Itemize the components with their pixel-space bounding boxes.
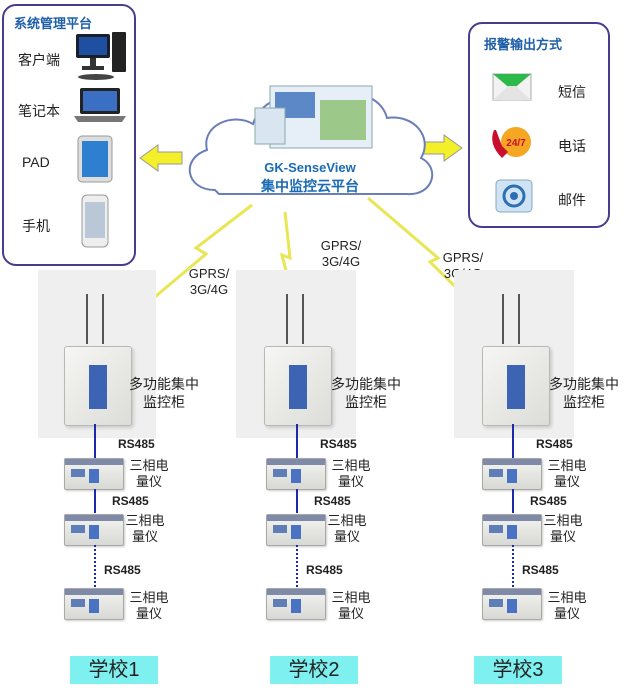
three-phase-meter [482,458,542,490]
rs485-label: RS485 [306,563,343,577]
rs485-label: RS485 [118,437,155,451]
three-phase-meter [64,588,124,620]
cabinet-label: 多功能集中 监控柜 [549,376,619,410]
antenna-icon [302,294,304,344]
three-phase-meter [64,458,124,490]
rs485-bus-line [296,489,298,513]
meter-label: 三相电 量仪 [327,513,367,544]
meter-label: 三相电 量仪 [547,458,587,489]
school-label-1: 学校1 [70,656,158,684]
three-phase-meter [64,514,124,546]
cabinet-label: 多功能集中 监控柜 [129,376,199,410]
management-platform-panel: 系统管理平台 客户端 笔记本 PAD 手机 [2,4,136,266]
meter-label: 三相电 量仪 [129,590,169,621]
rs485-label: RS485 [536,437,573,451]
cloud-title-line1: GK-SenseView [264,160,356,175]
alarm-label-email: 邮件 [558,192,586,208]
three-phase-meter [266,588,326,620]
smartphone-icon [81,194,109,248]
rs485-label: RS485 [320,437,357,451]
cabinet-label: 多功能集中 监控柜 [331,376,401,410]
meter-label: 三相电 量仪 [129,458,169,489]
rs485-bus-line [94,424,96,458]
antenna-icon [102,294,104,344]
three-phase-meter [266,458,326,490]
three-phase-meter [482,514,542,546]
link-label-1: GPRS/ 3G/4G [188,266,230,297]
rs485-bus-line [94,545,98,587]
school-label-2: 学校2 [270,656,358,684]
cloud-platform-icon [188,85,434,196]
antenna-icon [502,294,504,344]
rs485-bus-line [512,545,516,587]
device-label-phone: 手机 [22,218,50,234]
three-phase-meter [266,514,326,546]
three-phase-meter [482,588,542,620]
desktop-computer-icon [76,32,126,80]
link-label-2: GPRS/ 3G/4G [320,238,362,269]
meter-label: 三相电 量仪 [331,590,371,621]
cloud-title-line2: 集中监控云平台 [261,178,359,194]
panel-title: 系统管理平台 [14,16,93,31]
rs485-bus-line [296,545,300,587]
alarm-label-sms: 短信 [558,84,586,100]
device-label-pad: PAD [22,154,50,170]
alarm-output-panel: 报警输出方式 短信 电话 邮件 24/7 [468,22,610,228]
phone-badge-text: 24/7 [506,138,526,149]
rs485-label: RS485 [104,563,141,577]
monitoring-cabinet [64,346,132,426]
meter-label: 三相电 量仪 [125,513,165,544]
school-label-3: 学校3 [474,656,562,684]
monitoring-cabinet [264,346,332,426]
antenna-icon [518,294,520,344]
rs485-label: RS485 [530,494,567,508]
sms-envelope-icon [492,73,532,101]
monitoring-cabinet [482,346,550,426]
rs485-bus-line [94,489,96,513]
antenna-icon [286,294,288,344]
device-label-laptop: 笔记本 [18,103,60,119]
panel-title: 报警输出方式 [484,37,563,52]
rs485-label: RS485 [522,563,559,577]
meter-label: 三相电 量仪 [547,590,587,621]
email-at-icon [495,179,533,213]
laptop-icon [74,88,126,122]
alarm-label-phone: 电话 [558,138,586,154]
rs485-bus-line [512,424,514,458]
wireless-link-1 [105,203,253,340]
phone-24-7-icon: 24/7 [492,127,531,158]
antenna-icon [86,294,88,344]
meter-label: 三相电 量仪 [543,513,583,544]
meter-label: 三相电 量仪 [331,458,371,489]
rs485-label: RS485 [112,494,149,508]
rs485-bus-line [296,424,298,458]
tablet-icon [77,135,113,183]
arrow-left [139,144,183,172]
rs485-label: RS485 [314,494,351,508]
device-label-client: 客户端 [18,52,60,68]
rs485-bus-line [512,489,514,513]
